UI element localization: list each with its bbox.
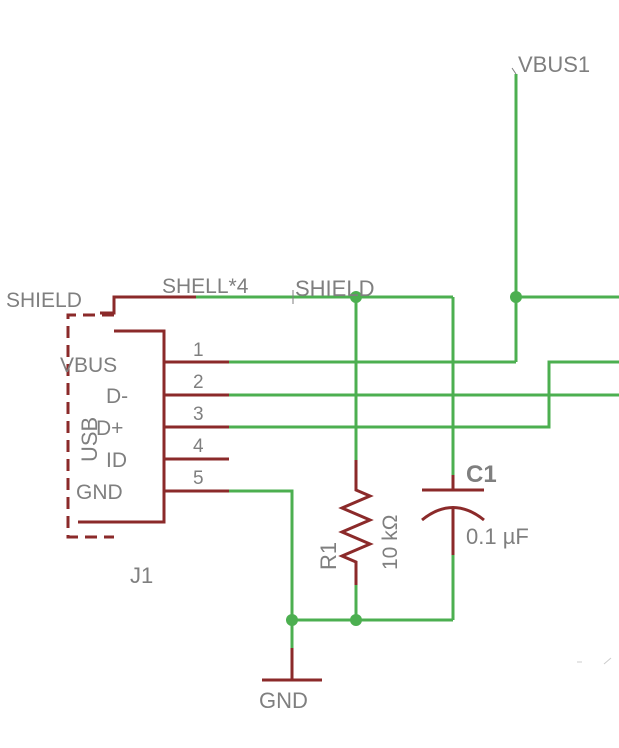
resistor-r1[interactable]: R1 10 kΩ — [316, 460, 402, 585]
capacitor-plate-curved — [421, 506, 485, 522]
usb-connector[interactable]: 1 2 3 4 5 VBUS D- D+ ID GND USB J1 — [60, 295, 229, 588]
connector-shield-outline — [66, 313, 114, 539]
pin3-wire — [229, 360, 619, 429]
resistor-value: 10 kΩ — [379, 515, 402, 570]
junction-dot — [286, 614, 298, 626]
resistor-ref: R1 — [316, 542, 341, 570]
pin-number: 4 — [193, 436, 204, 457]
net-label-shield-left: SHIELD — [6, 289, 82, 312]
pin-name: D- — [106, 385, 128, 408]
connector-type-label: USB — [77, 417, 102, 462]
pin-name: ID — [106, 449, 127, 472]
net-label-shell: SHELL*4 — [162, 275, 249, 298]
junction-dot — [350, 614, 362, 626]
faint-mark — [603, 657, 612, 665]
wires — [196, 74, 619, 680]
pin-number: 3 — [193, 404, 204, 425]
junction-dot — [350, 291, 362, 303]
ground-symbol: GND — [259, 648, 322, 713]
net-label-shield-top: SHIELD — [295, 276, 374, 301]
junction-dot — [510, 291, 522, 303]
net-label-gnd: GND — [259, 688, 308, 713]
capacitor-c1[interactable]: C1 0.1 µF — [421, 461, 529, 555]
capacitor-ref: C1 — [466, 461, 497, 488]
capacitor-value: 0.1 µF — [466, 524, 529, 549]
pin-number: 5 — [193, 468, 204, 489]
pin-number: 2 — [193, 372, 204, 393]
connector-ref: J1 — [130, 563, 153, 588]
pin-number: 1 — [193, 340, 204, 361]
net-label-vbus1: VBUS1 — [518, 52, 590, 77]
resistor-zigzag — [338, 460, 374, 585]
pin-name: D+ — [96, 417, 123, 440]
shield-pin-wire — [100, 295, 196, 315]
pin5-wire — [229, 489, 294, 680]
pin-name: VBUS — [60, 354, 117, 377]
pin-name: GND — [76, 481, 123, 504]
vbus1-label-tick — [511, 67, 517, 75]
